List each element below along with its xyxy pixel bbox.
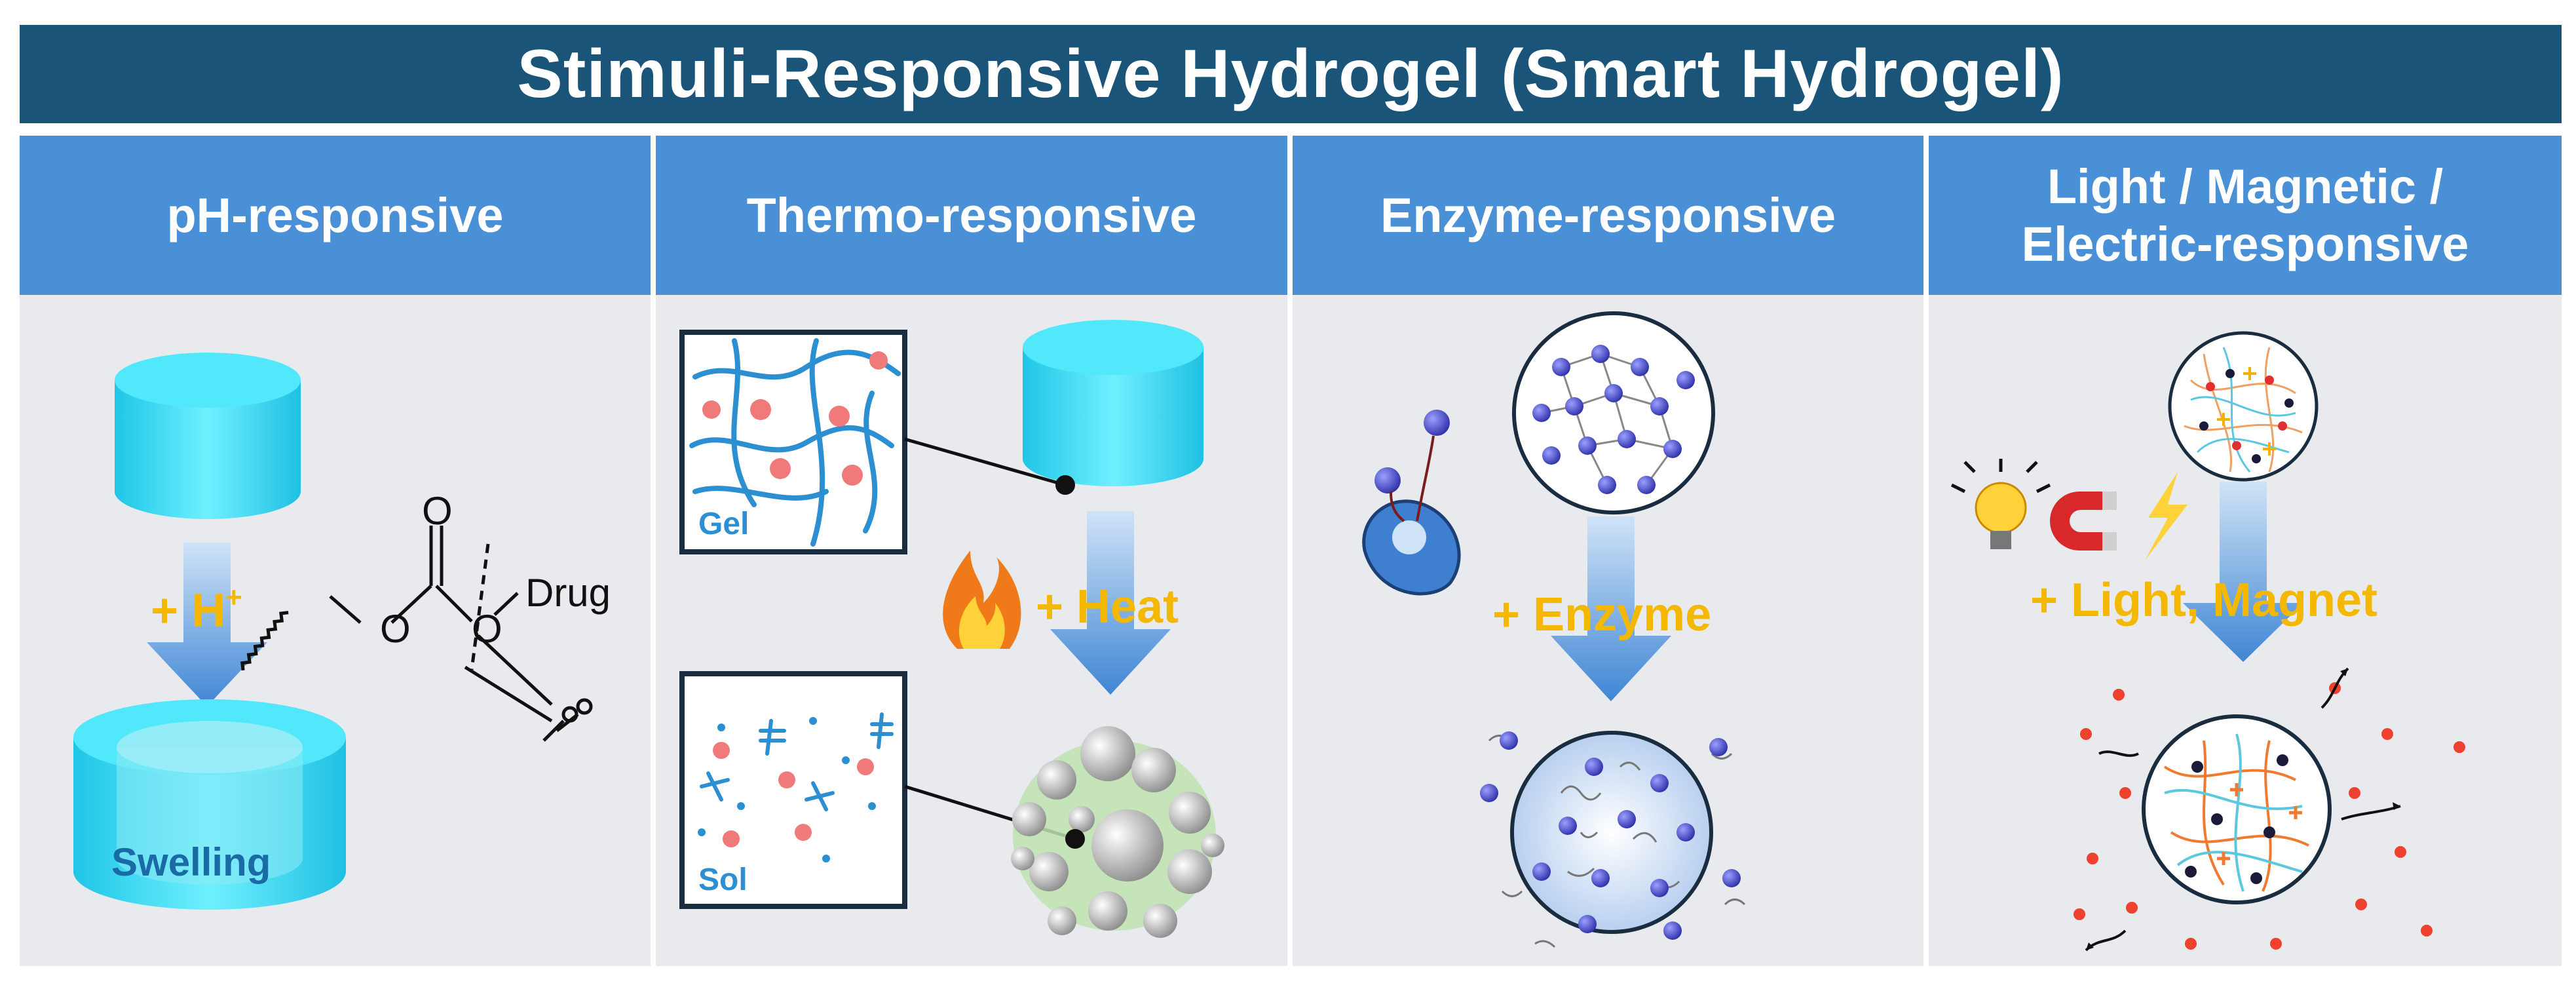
panel-enzyme-heading: Enzyme-responsive (1380, 187, 1836, 242)
panel-ph-heading: pH-responsive (166, 187, 504, 242)
cleavable-linker-structure (240, 526, 553, 723)
panel-thermo-heading: Thermo-responsive (746, 187, 1197, 242)
oxygen-atom-2: O (422, 489, 453, 533)
panel-light-heading: Light / Magnetic / Electric-responsive (2021, 159, 2469, 271)
release-arrowheads (2086, 668, 2400, 950)
down-arrow (2183, 482, 2303, 662)
swelling-label: Swelling (111, 840, 271, 884)
lightbulb-icon (1950, 459, 2051, 549)
sol-connector-dot (1065, 829, 1085, 849)
composite-network-sphere (2168, 331, 2319, 482)
down-arrow (1050, 511, 1171, 695)
title-bar: Stimuli-Responsive Hydrogel (Smart Hydro… (20, 25, 2562, 123)
gel-connector-line (904, 437, 1066, 487)
panel-thermo: Thermo-responsive (656, 136, 1287, 966)
ph-illustration: + H+ Swelling O O O Drug (73, 353, 611, 910)
enzyme-illustration: + Enzyme (1362, 311, 1746, 948)
panel-ph: pH-responsive + H+ Swelling (20, 136, 651, 966)
panel-ph-header: pH-responsive (20, 136, 651, 295)
stimulus-label: + H+ (151, 581, 242, 637)
hydrogel-cylinder-initial (115, 353, 301, 519)
scissors-icon (542, 698, 593, 742)
sol-droplet-cluster (1011, 726, 1224, 938)
sol-inset-box: Sol (679, 671, 907, 909)
stimulus-label: + Heat (1036, 581, 1179, 633)
crosslinked-network-sphere (1512, 311, 1715, 514)
panel-enzyme: Enzyme-responsive (1293, 136, 1923, 966)
stimulus-label: + Enzyme (1492, 589, 1711, 641)
magnet-icon (2050, 492, 2117, 551)
panel-enzyme-header: Enzyme-responsive (1293, 136, 1923, 295)
released-particles (2074, 682, 2465, 950)
oxygen-atom-3: O (472, 607, 502, 651)
sol-label: Sol (698, 862, 748, 897)
degraded-network-sphere (1480, 731, 1746, 948)
thermo-illustration: Gel Sol (679, 320, 1224, 938)
light-illustration: + Light, Magnet (1950, 331, 2465, 952)
panel-light-header: Light / Magnetic / Electric-responsive (1929, 136, 2562, 295)
gel-label: Gel (698, 507, 749, 541)
page-title: Stimuli-Responsive Hydrogel (Smart Hydro… (517, 35, 2064, 112)
released-network-sphere (2142, 714, 2332, 904)
enzyme-icon (1362, 410, 1461, 596)
fire-icon (943, 551, 1021, 649)
down-arrow (1551, 516, 1671, 701)
lightning-icon (2145, 472, 2188, 560)
down-arrow (147, 543, 267, 706)
panel-light: Light / Magnetic / Electric-responsive (1929, 136, 2562, 966)
stimulus-label: + Light, Magnet (2030, 574, 2377, 627)
panel-thermo-header: Thermo-responsive (656, 136, 1287, 295)
oxygen-atom-1: O (380, 607, 411, 651)
hydrogel-cylinder-swollen (73, 699, 346, 910)
gel-connector-dot (1055, 475, 1075, 495)
gel-inset-box: Gel (679, 330, 907, 554)
hydrogel-cylinder (1023, 320, 1203, 486)
drug-label: Drug (525, 571, 611, 615)
